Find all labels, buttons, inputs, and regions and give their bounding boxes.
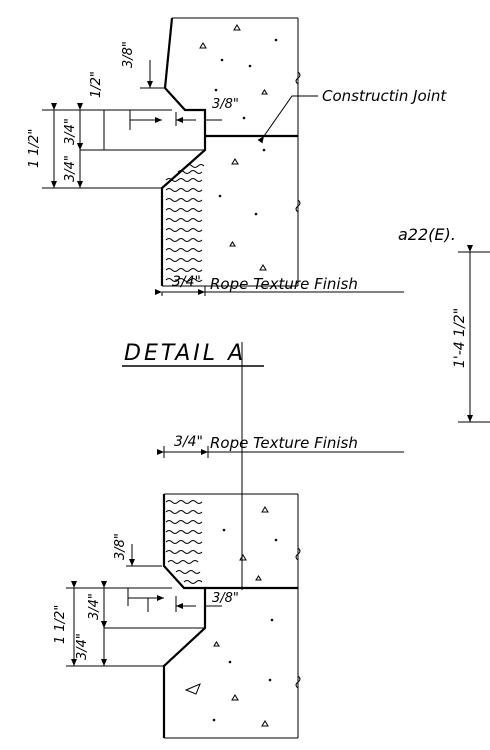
bottom-dimensions [66, 544, 222, 667]
top-finish-dim: 3/4" [172, 274, 201, 290]
top-break-symbol-2 [295, 199, 301, 213]
top-detail: Constructin Joint Rope Texture Finish 3/… [27, 17, 447, 296]
bottom-aggregate [184, 506, 278, 727]
detail-title: DETAIL A [124, 341, 246, 366]
bottom-detail: Rope Texture Finish 3/4" [53, 434, 404, 739]
top-rope-texture [165, 164, 205, 282]
top-dim-a: 3/8" [121, 41, 136, 68]
top-dim-c: 3/8" [212, 97, 239, 112]
bottom-dim-d: 3/4" [87, 593, 102, 620]
top-dim-f: 3/4" [63, 155, 78, 182]
top-dim-e: 3/4" [63, 118, 78, 145]
top-aggregate [199, 24, 278, 271]
bottom-dim-b: 3/8" [212, 591, 239, 606]
bottom-dim-c: 1 1/2" [53, 605, 68, 644]
bottom-finish-label: Rope Texture Finish [210, 434, 358, 452]
top-dim-b: 1/2" [89, 71, 104, 98]
top-break-symbol-1 [295, 71, 301, 85]
top-concrete-outline [160, 17, 207, 286]
top-finish-label: Rope Texture Finish [210, 275, 358, 293]
top-dimensions [42, 60, 404, 296]
top-dim-d: 1 1/2" [27, 129, 42, 168]
bottom-dim-e: 3/4" [75, 633, 90, 660]
vertical-dimension [458, 245, 490, 423]
vertical-dim-label: 1'-4 1/2" [452, 308, 468, 368]
bottom-dim-a: 3/8" [113, 533, 128, 560]
bottom-rope-texture [165, 500, 203, 584]
side-label: a22(E). [398, 225, 456, 244]
bottom-finish-dim: 3/4" [174, 434, 203, 450]
top-joint-label: Constructin Joint [322, 87, 447, 105]
